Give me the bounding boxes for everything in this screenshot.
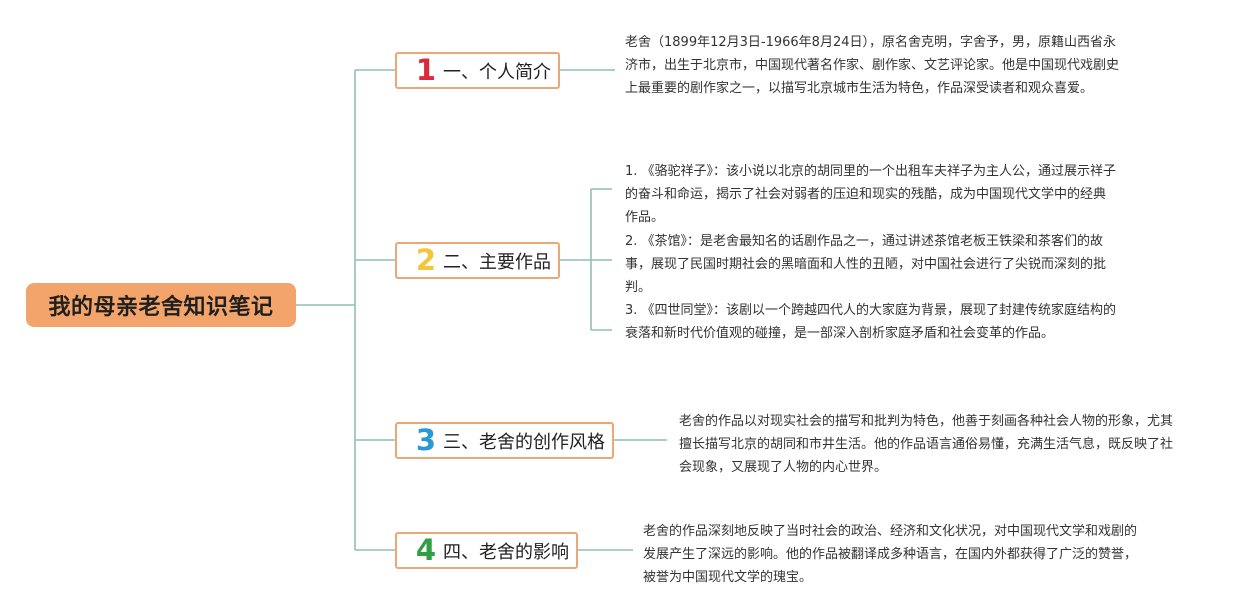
note-writing-style: 老舍的作品以对现实社会的描写和批判为特色，他善于刻画各种社会人物的形象，尤其擅长… bbox=[679, 414, 1174, 475]
branch-influence[interactable]: 4 四、老舍的影响 bbox=[395, 532, 578, 569]
note-influence: 老舍的作品深刻地反映了当时社会的政治、经济和文化状况，对中国现代文学和戏剧的发展… bbox=[643, 524, 1138, 585]
root-label: 我的母亲老舍知识笔记 bbox=[48, 295, 274, 320]
root-topic[interactable]: 我的母亲老舍知识笔记 bbox=[26, 283, 296, 327]
number-3-badge: 3 bbox=[415, 423, 437, 457]
branch-label: 一、个人简介 bbox=[443, 61, 551, 83]
number-1-badge: 1 bbox=[415, 53, 437, 87]
branch-writing-style[interactable]: 3 三、老舍的创作风格 bbox=[395, 422, 614, 459]
number-4-badge: 4 bbox=[415, 533, 437, 567]
branch-personal-profile[interactable]: 1 一、个人简介 bbox=[395, 52, 560, 89]
note-personal-profile: 老舍（1899年12月3日-1966年8月24日），原名舍克明，字舍予，男，原籍… bbox=[625, 35, 1120, 96]
branch-label: 二、主要作品 bbox=[443, 251, 551, 273]
note-work-camel-xiangzi: 1. 《骆驼祥子》：该小说以北京的胡同里的一个出租车夫祥子为主人公，通过展示祥子… bbox=[625, 164, 1117, 225]
number-2-badge: 2 bbox=[415, 243, 437, 277]
branch-major-works[interactable]: 2 二、主要作品 bbox=[395, 242, 560, 279]
branch-label: 三、老舍的创作风格 bbox=[443, 431, 605, 453]
note-work-teahouse: 2. 《茶馆》：是老舍最知名的话剧作品之一，通过讲述茶馆老板王铁梁和茶客们的故事… bbox=[625, 234, 1107, 295]
branch-label: 四、老舍的影响 bbox=[443, 541, 569, 563]
note-work-four-generations: 3. 《四世同堂》：该剧以一个跨越四代人的大家庭为背景，展现了封建传统家庭结构的… bbox=[625, 303, 1117, 341]
